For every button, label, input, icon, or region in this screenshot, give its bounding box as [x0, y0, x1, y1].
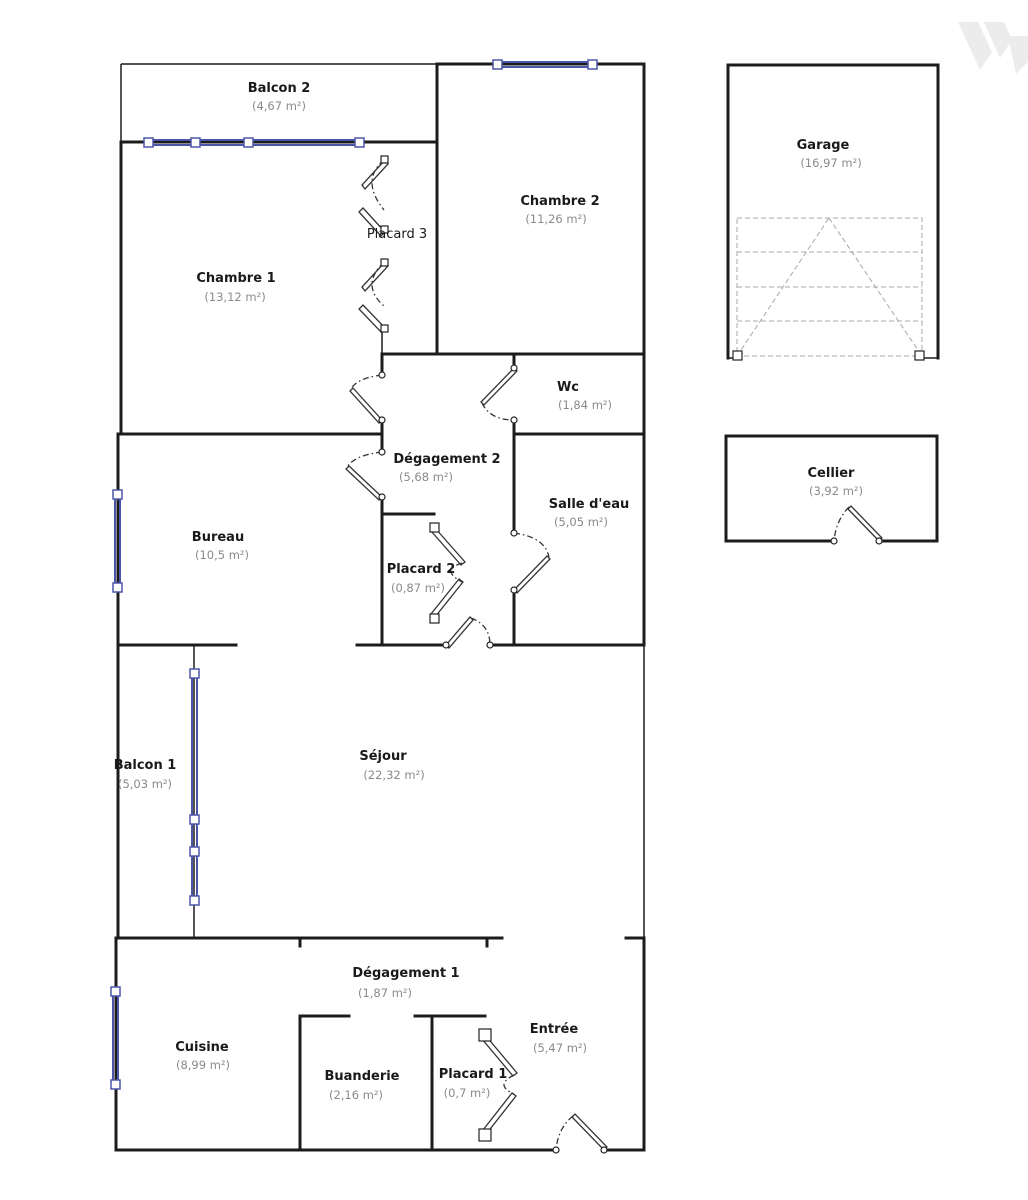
room-name: Placard 2	[387, 562, 456, 577]
door-degagement-2	[442, 616, 494, 649]
room-placard-2: Placard 2 (0,87 m²)	[387, 562, 456, 595]
garage-walls	[726, 63, 940, 360]
room-area: (4,67 m²)	[252, 99, 306, 113]
door-placard-1	[478, 1028, 518, 1142]
door-placard-2	[429, 522, 466, 624]
door-entree	[552, 1113, 608, 1154]
room-name: Wc	[557, 380, 579, 395]
room-area: (1,87 m²)	[358, 986, 412, 1000]
room-name: Garage	[797, 138, 850, 153]
door-cellier	[830, 505, 883, 545]
window-cuisine	[110, 986, 121, 1090]
room-area: (3,92 m²)	[809, 484, 863, 498]
room-area: (5,05 m²)	[554, 515, 608, 529]
room-name: Balcon 2	[248, 81, 311, 96]
room-name: Cellier	[808, 466, 856, 481]
room-cuisine: Cuisine (8,99 m²)	[175, 1040, 230, 1072]
room-bureau: Bureau (10,5 m²)	[192, 530, 249, 562]
room-placard-3: Placard 3	[367, 227, 427, 242]
window-bureau	[112, 489, 123, 593]
room-name: Chambre 2	[520, 194, 599, 209]
room-area: (1,84 m²)	[558, 398, 612, 412]
room-area: (8,99 m²)	[176, 1058, 230, 1072]
door-bureau	[345, 448, 386, 501]
room-entree: Entrée (5,47 m²)	[530, 1022, 587, 1055]
room-area: (16,97 m²)	[800, 156, 861, 170]
room-area: (13,12 m²)	[204, 290, 265, 304]
room-name: Buanderie	[325, 1069, 400, 1084]
room-name: Séjour	[359, 749, 407, 764]
room-area: (5,68 m²)	[399, 470, 453, 484]
room-cellier: Cellier (3,92 m²)	[808, 466, 864, 498]
room-sejour: Séjour (22,32 m²)	[359, 749, 424, 782]
room-area: (5,03 m²)	[118, 777, 172, 791]
window-balcon-1	[189, 668, 200, 906]
room-wc: Wc (1,84 m²)	[557, 380, 612, 412]
room-name: Dégagement 2	[393, 452, 500, 467]
room-name: Bureau	[192, 530, 244, 545]
room-area: (0,87 m²)	[391, 581, 445, 595]
room-name: Balcon 1	[114, 758, 177, 773]
room-chambre-1: Chambre 1 (13,12 m²)	[196, 271, 275, 304]
room-name: Cuisine	[175, 1040, 229, 1055]
window-chambre-1	[143, 137, 365, 148]
room-name: Placard 3	[367, 227, 427, 242]
garage-door-icon	[732, 217, 925, 361]
room-chambre-2: Chambre 2 (11,26 m²)	[520, 194, 599, 226]
room-name: Placard 1	[439, 1067, 508, 1082]
room-area: (10,5 m²)	[195, 548, 249, 562]
room-degagement-2: Dégagement 2 (5,68 m²)	[393, 452, 500, 484]
room-garage: Garage (16,97 m²)	[797, 138, 862, 170]
room-balcon-2: Balcon 2 (4,67 m²)	[248, 81, 311, 113]
room-name: Entrée	[530, 1022, 579, 1037]
window-balcon-2	[492, 59, 598, 70]
cellier-walls	[724, 434, 939, 543]
door-wc	[480, 364, 518, 424]
room-degagement-1: Dégagement 1 (1,87 m²)	[352, 966, 459, 1000]
apartment-walls	[114, 62, 646, 1152]
room-area: (5,47 m²)	[533, 1041, 587, 1055]
agency-logo-icon	[958, 22, 1028, 74]
door-placard-3	[358, 155, 389, 333]
room-name: Chambre 1	[196, 271, 275, 286]
room-balcon-1: Balcon 1 (5,03 m²)	[114, 758, 177, 791]
room-area: (11,26 m²)	[525, 212, 586, 226]
room-placard-1: Placard 1 (0,7 m²)	[439, 1067, 508, 1100]
room-area: (0,7 m²)	[444, 1086, 491, 1100]
room-area: (22,32 m²)	[363, 768, 424, 782]
room-buanderie: Buanderie (2,16 m²)	[325, 1069, 400, 1102]
room-area: (2,16 m²)	[329, 1088, 383, 1102]
door-salle-d-eau	[510, 529, 551, 594]
room-salle-d-eau: Salle d'eau (5,05 m²)	[549, 497, 630, 529]
room-name: Dégagement 1	[352, 966, 459, 981]
room-name: Salle d'eau	[549, 497, 630, 512]
door-chambre-1	[349, 371, 386, 424]
